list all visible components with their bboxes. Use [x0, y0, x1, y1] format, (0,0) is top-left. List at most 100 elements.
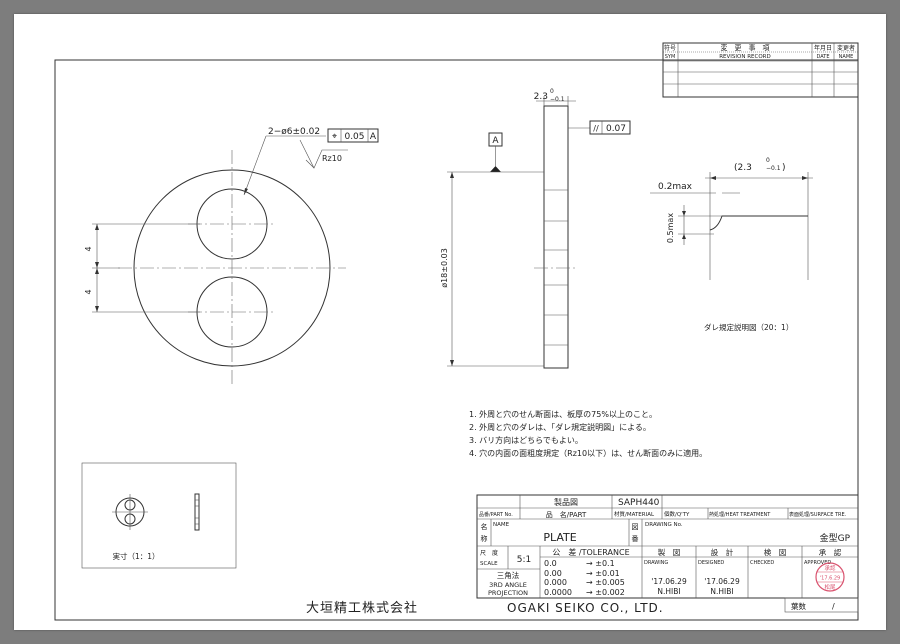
tolerance-value-1: → ±0.1 — [586, 559, 615, 568]
heat-treatment-label: 熱処理/HEAT TREATMENT — [709, 511, 771, 518]
side-profile — [543, 105, 569, 369]
tolerance-digits-2: 0.00 — [544, 569, 562, 578]
part-name: PLATE — [543, 531, 576, 544]
position-datum: A — [370, 132, 377, 142]
thickness-tol-lower: −0.1 — [550, 96, 565, 103]
thickness-dim: 2.3 — [534, 92, 548, 102]
name-label-en: NAME — [493, 522, 510, 528]
title-block: 製品図 SAPH440 品番/PART No. 品 名/PART 材質/MATE… — [476, 494, 859, 599]
burr-width: 0.2max — [658, 182, 693, 192]
parallelism-value: 0.07 — [606, 124, 626, 134]
rev-name-jp: 変更者 — [837, 44, 855, 52]
stamp-line-3: 松尾 — [824, 583, 836, 591]
sheet-box — [784, 597, 859, 613]
rev-record-jp: 変 更 事 項 — [721, 43, 770, 52]
part-label: 品 名/PART — [546, 510, 587, 519]
tolerance-value-4: → ±0.002 — [586, 588, 625, 597]
designed-date: '17.06.29 — [704, 577, 740, 586]
side-view: 2.3 0 −0.1 A // 0.07 ø18±0.03 — [440, 88, 631, 369]
actual-size-caption: 実寸（1：1） — [112, 551, 159, 561]
name-label-jp1: 名 — [481, 522, 488, 531]
parallelism-icon: // — [593, 124, 599, 133]
name-label-jp2: 称 — [481, 534, 488, 543]
burr-dim-close: ) — [782, 163, 786, 173]
role-approved-en: APPROVED — [804, 560, 831, 566]
scale-label-en: SCALE — [480, 561, 498, 567]
rev-sym-jp: 符号 — [664, 44, 676, 52]
material-label: 材質/MATERIAL — [614, 510, 655, 518]
drawing-name: N.HIBI — [657, 587, 680, 596]
role-designed-en: DESIGNED — [698, 560, 724, 566]
actual-size-view: 実寸（1：1） — [81, 462, 237, 569]
roughness-symbol-icon — [299, 139, 348, 169]
surface-label: 表面処理/SURFACE TRE. — [789, 511, 847, 518]
part-no-label: 品番/PART No. — [479, 511, 513, 518]
tolerance-value-3: → ±0.005 — [586, 578, 625, 587]
burr-detail: (2.3 0 −0.1 ) 0.2max 0.5max ダレ規定説明図（20：1… — [650, 157, 813, 332]
role-checked-en: CHECKED — [750, 560, 774, 566]
burr-detail-caption: ダレ規定説明図（20：1） — [704, 322, 793, 332]
note-2: 2. 外周と穴のダレは、「ダレ規定説明図」による。 — [469, 422, 651, 432]
scale-value: 5:1 — [517, 555, 531, 565]
projection-en2: PROJECTION — [488, 589, 528, 597]
drawing-label-jp1: 図 — [632, 523, 639, 531]
qty-label: 個数/Q'TY — [664, 510, 690, 518]
product-drawing-label: 製品図 — [554, 497, 578, 507]
datum-triangle-icon — [490, 166, 501, 172]
drawing-frame — [54, 59, 859, 621]
drawing-date: '17.06.29 — [651, 577, 687, 586]
notes: 1. 外周と穴のせん断面は、板厚の75%以上のこと。 2. 外周と穴のダレは、「… — [469, 409, 707, 458]
company-name-jp: 大垣精工株式会社 — [306, 600, 418, 616]
hole-callout: 2−ø6±0.02 — [268, 127, 320, 137]
dim-lower-4: 4 — [84, 289, 93, 294]
role-drawing-en: DRAWING — [644, 560, 668, 566]
hole-leader — [243, 135, 267, 196]
drawing-label-jp2: 番 — [632, 535, 639, 543]
designed-name: N.HIBI — [710, 587, 733, 596]
rev-date-jp: 年月日 — [814, 44, 832, 52]
position-icon: ⌖ — [332, 132, 337, 142]
tolerance-value-2: → ±0.01 — [586, 569, 620, 578]
stamp-line-1: 承認 — [824, 564, 836, 572]
drawing-no-value: 金型GP — [820, 532, 851, 544]
burr-dim-tol-lower: −0.1 — [766, 165, 781, 172]
rev-date-en: DATE — [816, 54, 829, 60]
role-approved-jp: 承 認 — [819, 547, 842, 557]
diameter-value: ø18±0.03 — [440, 248, 449, 288]
material-code: SAPH440 — [618, 498, 660, 508]
stamp-line-2: '17.6.29 — [820, 576, 840, 582]
note-1: 1. 外周と穴のせん断面は、板厚の75%以上のこと。 — [469, 409, 657, 419]
datum-a-label: A — [492, 136, 499, 146]
rev-record-en: REVISION RECORD — [719, 54, 771, 60]
revision-block: 符号 SYM 変 更 事 項 REVISION RECORD 年月日 DATE … — [662, 42, 859, 98]
sheet-value: / — [832, 602, 835, 611]
rev-sym-en: SYM — [665, 54, 676, 60]
scale-label-jp: 尺 度 — [480, 549, 498, 557]
role-designed-jp: 設 計 — [711, 547, 734, 557]
role-drawing-jp: 製 図 — [658, 547, 681, 557]
rev-name-en: NAME — [839, 54, 854, 60]
projection-en1: 3RD ANGLE — [489, 581, 527, 589]
approval-stamp: 承認 '17.6.29 松尾 — [815, 562, 845, 592]
burr-height: 0.5max — [666, 213, 675, 243]
drawing-no-label: DRAWING No. — [645, 522, 683, 528]
projection-jp: 三角法 — [497, 570, 520, 580]
thickness-tol-upper: 0 — [550, 88, 554, 95]
burr-dim-ref: (2.3 — [734, 163, 752, 173]
tolerance-digits-4: 0.0000 — [544, 588, 572, 597]
note-3: 3. バリ方向はどちらでもよい。 — [469, 435, 583, 445]
roughness-value: Rz10 — [322, 154, 342, 163]
tolerance-digits-1: 0.0 — [544, 559, 557, 568]
parallelism-frame — [589, 120, 631, 135]
drawing-sheet — [14, 14, 886, 630]
role-checked-jp: 検 図 — [764, 547, 787, 557]
note-4: 4. 穴の内面の面粗度規定（Rz10以下）は、せん断面のみに適用。 — [469, 448, 707, 458]
front-view: 4 4 2−ø6±0.02 ⌖ 0.05 A Rz10 — [84, 127, 379, 385]
burr-dim-tol-upper: 0 — [766, 157, 770, 164]
dim-upper-4: 4 — [84, 246, 93, 251]
sheet-label: 葉数 — [791, 601, 806, 611]
position-tolerance-value: 0.05 — [344, 132, 364, 142]
position-tolerance-frame — [327, 128, 379, 143]
company-name-en: OGAKI SEIKO CO., LTD. — [507, 601, 664, 615]
